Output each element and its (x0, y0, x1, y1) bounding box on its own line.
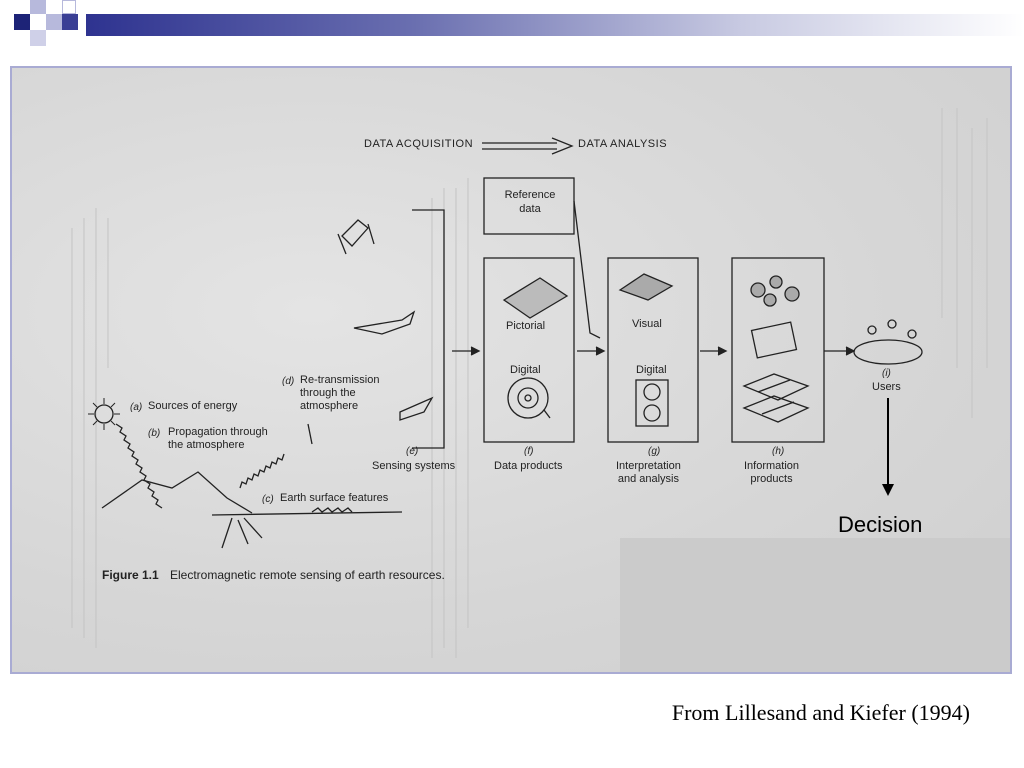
header-data-acquisition: DATA ACQUISITION (364, 138, 474, 150)
decision-arrow (882, 398, 894, 496)
digital-label-g: Digital (636, 364, 667, 376)
decor-square-light (46, 14, 62, 30)
decision-label: Decision (838, 512, 923, 537)
decor-square-dark (62, 14, 78, 30)
label-h: Information products (744, 460, 800, 485)
figure-caption: Electromagnetic remote sensing of earth … (170, 568, 445, 582)
decor-square-dark (62, 0, 76, 14)
source-citation: From Lillesand and Kiefer (1994) (671, 700, 970, 725)
pictorial-label: Pictorial (506, 320, 546, 332)
visual-label: Visual (632, 318, 662, 330)
figure-frame: ​ (10, 66, 1012, 674)
label-b: Propagation through the atmosphere (168, 426, 268, 451)
label-c-letter: (c) (262, 494, 274, 505)
header-gradient-bar (86, 14, 1024, 36)
label-b-letter: (b) (148, 428, 161, 439)
decor-square-light (30, 30, 46, 46)
label-f-letter: (f) (524, 446, 534, 457)
label-h-letter: (h) (772, 446, 785, 457)
decor-square-dark (14, 14, 30, 30)
bleed-through-lines (71, 108, 1010, 672)
figure-label: Figure 1.1 (102, 568, 159, 582)
decor-square-light (30, 0, 46, 14)
reference-data-label: Reference data (504, 189, 556, 215)
label-i: Users (872, 381, 901, 393)
label-a-letter: (a) (130, 402, 143, 413)
header-data-analysis: DATA ANALYSIS (578, 138, 668, 150)
label-d-letter: (d) (282, 376, 295, 387)
label-c: Earth surface features (280, 492, 389, 504)
label-a: Sources of energy (148, 400, 238, 412)
digital-label-f: Digital (510, 364, 541, 376)
slide-header-decoration (0, 0, 1024, 50)
label-g-letter: (g) (648, 446, 661, 457)
label-i-letter: (i) (882, 368, 891, 379)
label-e: Sensing systems (372, 460, 456, 472)
remote-sensing-diagram (88, 137, 923, 549)
label-e-letter: (e) (406, 446, 419, 457)
label-g: Interpretation and analysis (616, 460, 681, 485)
label-f: Data products (494, 460, 563, 472)
label-d: Re-transmission through the atmosphere (300, 374, 380, 412)
